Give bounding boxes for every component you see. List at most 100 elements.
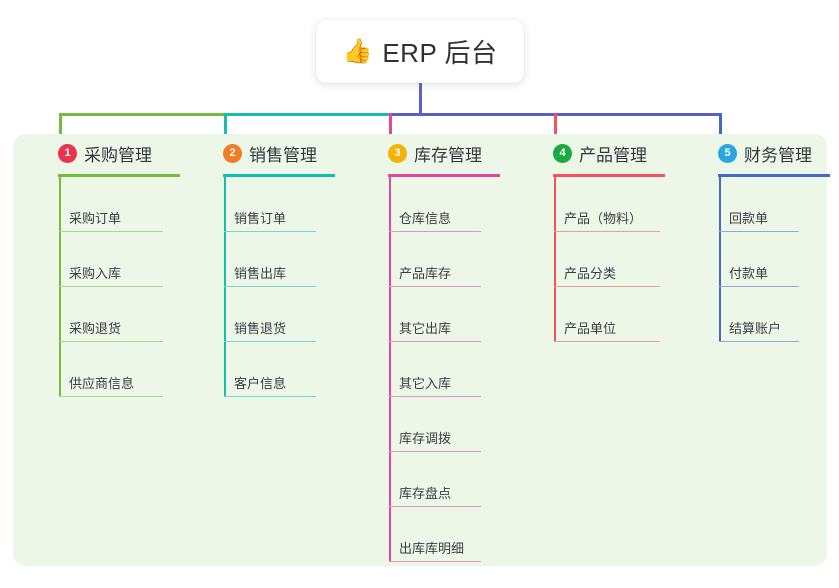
branch-drop-connector-3 (389, 113, 392, 148)
branch-item-label: 采购退货 (69, 321, 122, 336)
branch-item-rule (224, 340, 316, 342)
branch-drop-connector-5 (719, 113, 722, 148)
branch-item[interactable]: 结算账户 (719, 316, 799, 342)
root-node[interactable]: 👍 ERP 后台 (316, 20, 524, 83)
branch-item-rule (224, 230, 316, 232)
branch-spine (719, 177, 721, 342)
branch-item-label: 其它出库 (399, 321, 452, 336)
branch-title: 产品管理 (579, 145, 647, 165)
branch-item-rule (719, 285, 799, 287)
branch-item[interactable]: 采购订单 (59, 206, 163, 232)
branch-item[interactable]: 出库库明细 (389, 536, 481, 562)
branch-title: 销售管理 (249, 145, 317, 165)
branch-item[interactable]: 产品（物料） (554, 206, 660, 232)
branch-item-rule (389, 285, 481, 287)
branch-column-1: 1 采购管理采购订单采购入库采购退货供应商信息 (36, 140, 180, 397)
branch-drop-connector-2 (224, 113, 227, 148)
root-stem-connector (419, 83, 422, 116)
branch-item-label: 供应商信息 (69, 376, 135, 391)
branch-item-rule (59, 230, 163, 232)
bus-segment-1 (59, 113, 226, 116)
branch-drop-connector-4 (554, 113, 557, 148)
bus-segment-2 (224, 113, 391, 116)
branch-item-label: 产品（物料） (564, 211, 643, 226)
branch-item-rule (389, 340, 481, 342)
branch-header-2[interactable]: 2 销售管理 (201, 140, 317, 166)
branch-item-label: 结算账户 (729, 321, 782, 336)
branch-item-rule (389, 230, 481, 232)
branch-item[interactable]: 库存调拨 (389, 426, 481, 452)
branch-spine (554, 177, 556, 342)
branch-item-rule (224, 395, 316, 397)
branch-item[interactable]: 其它入库 (389, 371, 481, 397)
branch-item-label: 仓库信息 (399, 211, 452, 226)
branch-item-rule (554, 285, 660, 287)
branch-item[interactable]: 采购退货 (59, 316, 163, 342)
branch-item-rule (389, 505, 481, 507)
branch-header-rule (223, 174, 335, 177)
branch-item-rule (59, 285, 163, 287)
branch-item-rule (389, 560, 481, 562)
branch-number-badge: 2 (223, 143, 242, 163)
branch-number-badge: 5 (718, 143, 737, 163)
branch-header-1[interactable]: 1 采购管理 (36, 140, 152, 166)
branch-item-label: 付款单 (729, 266, 769, 281)
branch-item-rule (59, 340, 163, 342)
branch-number-badge: 4 (553, 143, 572, 163)
branch-item[interactable]: 客户信息 (224, 371, 316, 397)
branch-item-rule (719, 340, 799, 342)
branch-column-5: 5 财务管理回款单付款单结算账户 (696, 140, 830, 342)
branch-item-label: 销售出库 (234, 266, 287, 281)
branch-header-rule (58, 174, 180, 177)
branch-item-rule (224, 285, 316, 287)
root-node-label: ERP 后台 (382, 38, 498, 68)
branch-item-label: 出库库明细 (399, 541, 465, 556)
branch-column-4: 4 产品管理产品（物料） 产品分类产品单位 (531, 140, 665, 342)
branch-item[interactable]: 采购入库 (59, 261, 163, 287)
branch-item-label: 回款单 (729, 211, 769, 226)
branch-header-rule (718, 174, 830, 177)
branch-panel (13, 134, 827, 566)
branch-header-4[interactable]: 4 产品管理 (531, 140, 647, 166)
branch-item[interactable]: 销售退货 (224, 316, 316, 342)
thumbs-up-icon: 👍 (342, 37, 373, 65)
branch-number-badge: 3 (388, 143, 407, 163)
branch-item-label: 库存盘点 (399, 486, 452, 501)
branch-item-label: 销售退货 (234, 321, 287, 336)
branch-item[interactable]: 回款单 (719, 206, 799, 232)
branch-spine (224, 177, 226, 397)
branch-item-rule (554, 230, 660, 232)
branch-spine (59, 177, 61, 397)
branch-item[interactable]: 库存盘点 (389, 481, 481, 507)
branch-item[interactable]: 付款单 (719, 261, 799, 287)
branch-item-rule (59, 395, 163, 397)
branch-item-label: 采购入库 (69, 266, 122, 281)
branch-item[interactable]: 供应商信息 (59, 371, 163, 397)
branch-spine (389, 177, 391, 562)
branch-item[interactable]: 仓库信息 (389, 206, 481, 232)
branch-header-5[interactable]: 5 财务管理 (696, 140, 812, 166)
branch-drop-connector-1 (59, 113, 62, 148)
branch-item[interactable]: 产品库存 (389, 261, 481, 287)
branch-item-label: 其它入库 (399, 376, 452, 391)
branch-header-rule (553, 174, 665, 177)
branch-item-label: 产品分类 (564, 266, 617, 281)
branch-item[interactable]: 产品单位 (554, 316, 660, 342)
branch-item-rule (389, 450, 481, 452)
branch-item-rule (554, 340, 660, 342)
branch-item[interactable]: 产品分类 (554, 261, 660, 287)
branch-header-rule (388, 174, 500, 177)
branch-item[interactable]: 其它出库 (389, 316, 481, 342)
branch-item[interactable]: 销售出库 (224, 261, 316, 287)
branch-title: 采购管理 (84, 145, 152, 165)
branch-item-label: 产品库存 (399, 266, 452, 281)
branch-column-2: 2 销售管理销售订单销售出库销售退货客户信息 (201, 140, 335, 397)
branch-item-rule (719, 230, 799, 232)
branch-title: 财务管理 (744, 145, 812, 165)
branch-item-rule (389, 395, 481, 397)
branch-item-label: 采购订单 (69, 211, 122, 226)
branch-item[interactable]: 销售订单 (224, 206, 316, 232)
branch-number-badge: 1 (58, 143, 77, 163)
